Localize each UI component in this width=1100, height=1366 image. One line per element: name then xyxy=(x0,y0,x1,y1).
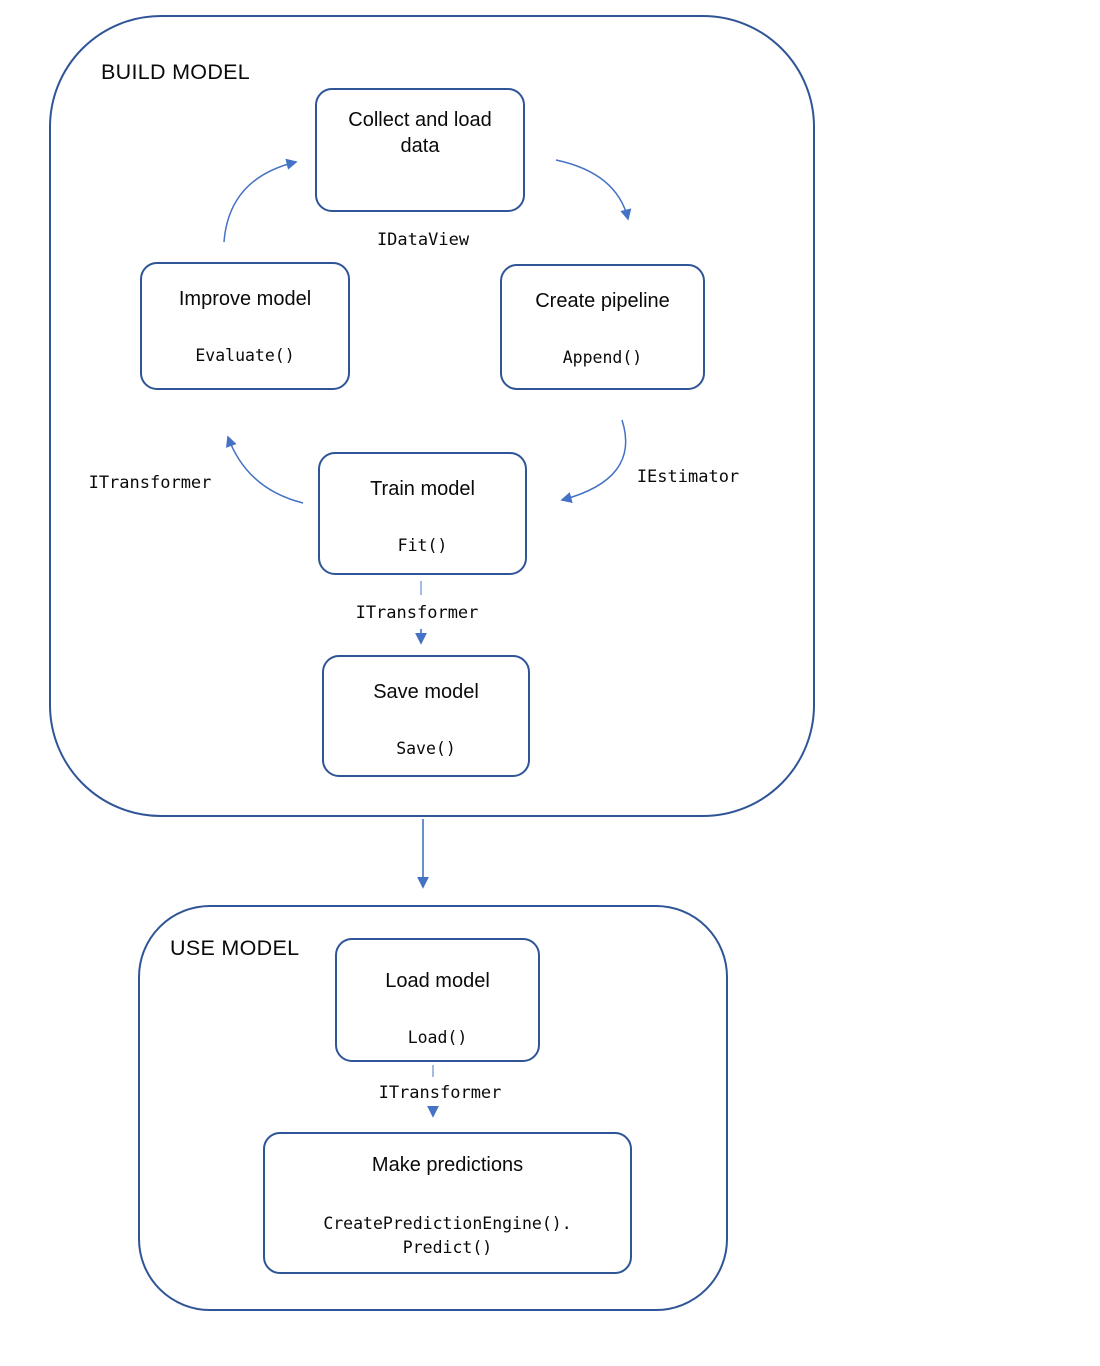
node-title: Improve model xyxy=(178,288,312,310)
node-title: Collect and load data xyxy=(348,109,492,157)
node-title: Train model xyxy=(370,478,475,500)
node-collect-and-load-data: Collect and load data xyxy=(315,88,525,212)
node-code: CreatePredictionEngine(). Predict() xyxy=(269,1212,626,1260)
node-load-model: Load model Load() xyxy=(335,938,540,1062)
node-title: Load model xyxy=(385,970,490,992)
node-code: Load() xyxy=(407,1028,468,1047)
node-code-line2: Predict() xyxy=(402,1238,493,1257)
node-title: Make predictions xyxy=(371,1154,524,1176)
node-save-model: Save model Save() xyxy=(322,655,530,777)
build-model-container xyxy=(49,15,815,817)
node-make-predictions: Make predictions CreatePredictionEngine(… xyxy=(263,1132,632,1274)
node-train-model: Train model Fit() xyxy=(318,452,527,575)
node-title: Save model xyxy=(373,681,479,703)
node-create-pipeline: Create pipeline Append() xyxy=(500,264,705,390)
edge-label-idataview: IDataView xyxy=(376,230,470,250)
edge-label-itransformer-mid: ITransformer xyxy=(355,603,479,623)
node-title: Create pipeline xyxy=(535,290,670,312)
node-improve-model: Improve model Evaluate() xyxy=(140,262,350,390)
build-model-title: BUILD MODEL xyxy=(101,60,251,84)
node-code: Append() xyxy=(562,348,643,367)
use-model-container xyxy=(138,905,728,1311)
edge-label-iestimator: IEstimator xyxy=(636,467,740,487)
node-code: Evaluate() xyxy=(195,346,295,365)
edge-label-itransformer-left: ITransformer xyxy=(88,473,212,493)
node-code: Save() xyxy=(396,739,456,758)
node-code: Fit() xyxy=(397,536,448,555)
use-model-title: USE MODEL xyxy=(170,936,300,960)
edge-label-itransformer-use: ITransformer xyxy=(378,1083,502,1103)
node-code-line1: CreatePredictionEngine(). xyxy=(323,1214,572,1233)
